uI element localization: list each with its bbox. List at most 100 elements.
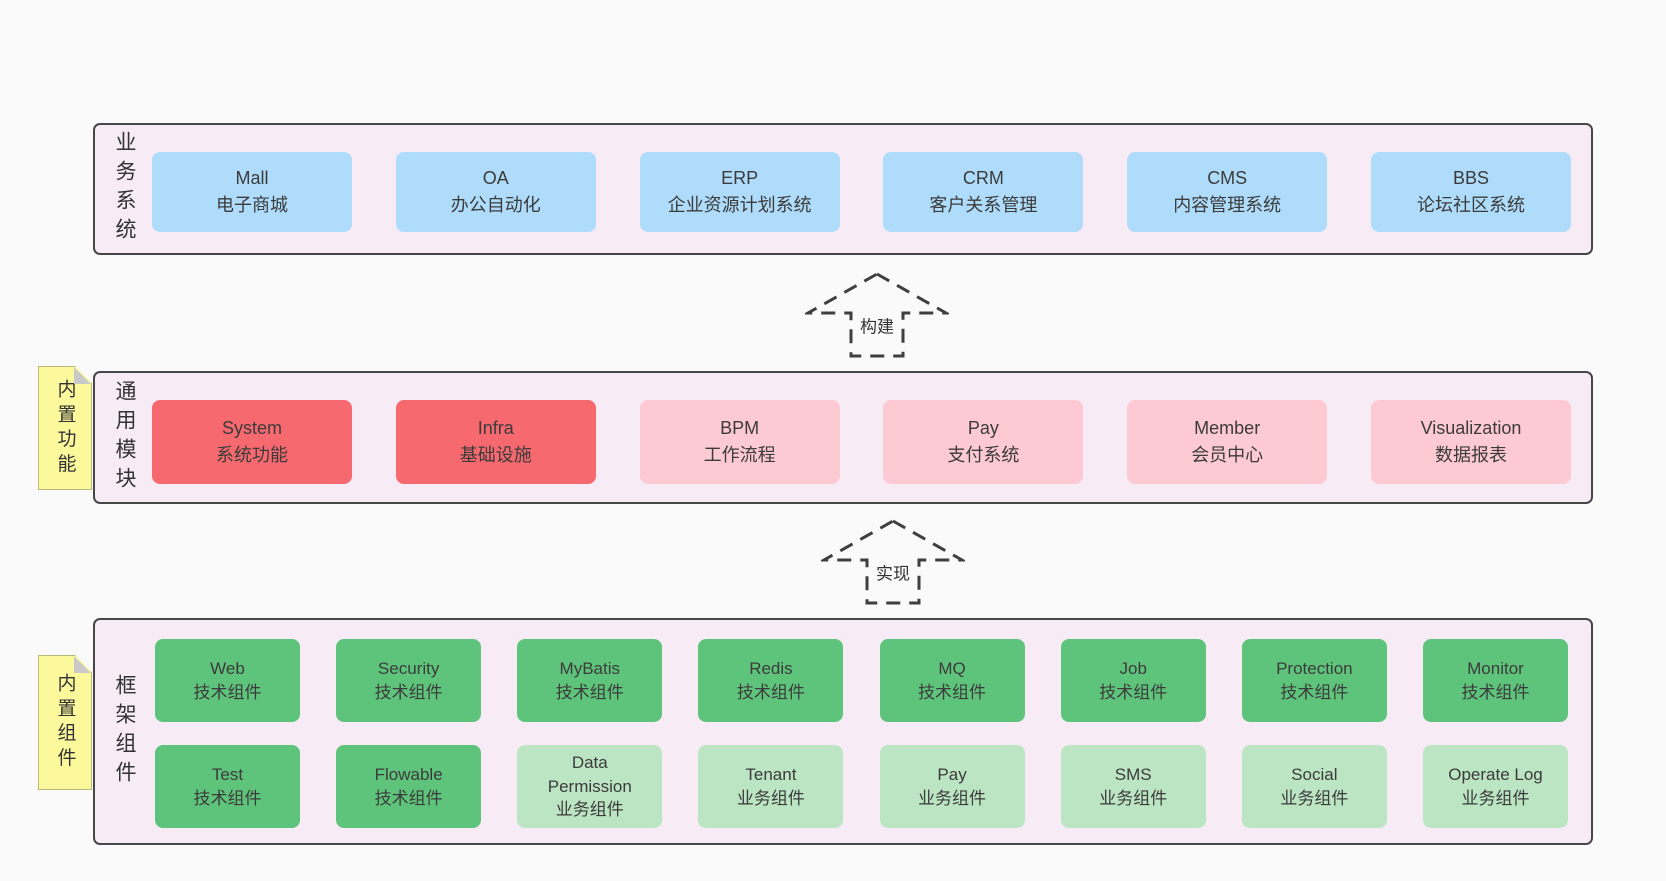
box-data-permission: Data Permission 业务组件 xyxy=(517,745,663,828)
sticky-label: 内置功能 xyxy=(54,378,76,478)
box-title: Social xyxy=(1291,765,1338,785)
box-subtitle: 业务组件 xyxy=(555,800,624,820)
up-block-arrow-icon xyxy=(821,519,965,605)
box-subtitle: 办公自动化 xyxy=(450,195,541,215)
box-pay-business: Pay 业务组件 xyxy=(879,745,1025,828)
box-subtitle: 企业资源计划系统 xyxy=(667,195,812,215)
folded-corner-icon xyxy=(74,656,91,673)
box-title: CRM xyxy=(962,168,1004,188)
box-title: Pay xyxy=(937,765,967,785)
box-subtitle: 技术组件 xyxy=(193,788,262,808)
box-title: OA xyxy=(482,168,509,188)
box-subtitle: 技术组件 xyxy=(374,682,443,702)
box-subtitle: 客户关系管理 xyxy=(929,195,1038,215)
section-label-framework-components: 框架组件 xyxy=(113,673,136,790)
box-subtitle: 技术组件 xyxy=(918,682,987,702)
box-web: Web 技术组件 xyxy=(155,639,300,722)
box-subtitle: 技术组件 xyxy=(374,788,443,808)
box-protection: Protection 技术组件 xyxy=(1241,639,1387,722)
box-system: System 系统功能 xyxy=(152,400,352,484)
box-title: MQ xyxy=(938,659,966,679)
box-title: Member xyxy=(1194,418,1261,438)
box-title: Test xyxy=(211,765,244,785)
panel-common-modules: 通用模块 System 系统功能 Infra 基础设施 BPM 工作流程 Pay… xyxy=(93,371,1593,504)
component-boxes-row-1: Web 技术组件 Security 技术组件 MyBatis 技术组件 Redi… xyxy=(155,639,1568,722)
box-subtitle: 业务组件 xyxy=(918,788,987,808)
box-title: BBS xyxy=(1452,168,1489,188)
box-title: Infra xyxy=(477,418,514,438)
box-subtitle: 技术组件 xyxy=(193,682,262,702)
sticky-note-built-in-functions: 内置功能 xyxy=(38,366,92,490)
component-boxes-row-2: Test 技术组件 Flowable 技术组件 Data Permission … xyxy=(155,745,1568,828)
box-subtitle: 技术组件 xyxy=(1280,682,1349,702)
box-test: Test 技术组件 xyxy=(155,745,300,828)
box-operate-log: Operate Log 业务组件 xyxy=(1422,745,1568,828)
sticky-note-built-in-components: 内置组件 xyxy=(38,655,92,790)
box-bpm: BPM 工作流程 xyxy=(639,400,840,484)
box-redis: Redis 技术组件 xyxy=(698,639,844,722)
box-title: SMS xyxy=(1114,765,1152,785)
box-title: Pay xyxy=(967,418,999,438)
box-subtitle: 技术组件 xyxy=(736,682,805,702)
box-social: Social 业务组件 xyxy=(1241,745,1387,828)
box-title: Monitor xyxy=(1467,659,1524,679)
box-subtitle: 会员中心 xyxy=(1191,445,1264,465)
box-title: Security xyxy=(377,659,440,679)
box-job: Job 技术组件 xyxy=(1060,639,1206,722)
box-mq: MQ 技术组件 xyxy=(879,639,1025,722)
box-mall: Mall 电子商城 xyxy=(152,152,352,232)
module-boxes-row: System 系统功能 Infra 基础设施 BPM 工作流程 Pay 支付系统… xyxy=(152,400,1571,484)
box-subtitle: 系统功能 xyxy=(216,445,288,465)
box-title: CMS xyxy=(1207,168,1248,188)
box-flowable: Flowable 技术组件 xyxy=(336,745,482,828)
sticky-label: 内置组件 xyxy=(54,673,76,772)
box-subtitle: 业务组件 xyxy=(1280,788,1349,808)
box-erp: ERP 企业资源计划系统 xyxy=(639,152,840,232)
build-arrow: 构建 xyxy=(805,271,949,359)
box-subtitle: 数据报表 xyxy=(1434,445,1507,465)
box-subtitle: 业务组件 xyxy=(736,788,805,808)
box-mybatis: MyBatis 技术组件 xyxy=(517,639,663,722)
box-title: ERP xyxy=(721,168,759,188)
box-subtitle: 技术组件 xyxy=(1099,682,1168,702)
box-subtitle: 基础设施 xyxy=(459,445,532,465)
box-sms: SMS 业务组件 xyxy=(1060,745,1206,828)
section-label-common-modules: 通用模块 xyxy=(113,379,136,496)
box-bbs: BBS 论坛社区系统 xyxy=(1370,152,1571,232)
box-title: Visualization xyxy=(1420,418,1522,438)
box-monitor: Monitor 技术组件 xyxy=(1422,639,1568,722)
box-visualization: Visualization 数据报表 xyxy=(1370,400,1571,484)
box-title: Protection xyxy=(1276,659,1353,679)
up-block-arrow-icon xyxy=(805,272,949,358)
box-security: Security 技术组件 xyxy=(336,639,482,722)
implement-arrow: 实现 xyxy=(821,518,965,606)
box-pay: Pay 支付系统 xyxy=(883,400,1084,484)
box-subtitle: 电子商城 xyxy=(216,195,288,215)
panel-framework-components: 框架组件 Web 技术组件 Security 技术组件 MyBatis 技术组件… xyxy=(93,618,1593,845)
implement-arrow-label: 实现 xyxy=(874,559,912,585)
box-subtitle: 业务组件 xyxy=(1461,788,1530,808)
box-title: Redis xyxy=(749,659,793,679)
box-title: Data Permission xyxy=(547,753,632,796)
section-label-business-systems: 业务系统 xyxy=(113,131,136,247)
box-subtitle: 技术组件 xyxy=(555,682,624,702)
box-tenant: Tenant 业务组件 xyxy=(698,745,844,828)
box-subtitle: 技术组件 xyxy=(1461,682,1530,702)
box-subtitle: 工作流程 xyxy=(703,445,776,465)
box-subtitle: 支付系统 xyxy=(947,445,1020,465)
box-infra: Infra 基础设施 xyxy=(395,400,596,484)
box-subtitle: 论坛社区系统 xyxy=(1416,195,1525,215)
box-cms: CMS 内容管理系统 xyxy=(1127,152,1328,232)
box-subtitle: 内容管理系统 xyxy=(1173,195,1282,215)
box-title: BPM xyxy=(720,418,760,438)
box-oa: OA 办公自动化 xyxy=(395,152,596,232)
box-title: Job xyxy=(1119,659,1147,679)
box-title: Tenant xyxy=(745,765,797,785)
panel-business-systems: 业务系统 Mall 电子商城 OA 办公自动化 ERP 企业资源计划系统 CRM… xyxy=(93,123,1593,255)
box-title: Mall xyxy=(235,168,269,188)
build-arrow-label: 构建 xyxy=(858,312,896,338)
box-member: Member 会员中心 xyxy=(1127,400,1328,484)
box-crm: CRM 客户关系管理 xyxy=(883,152,1084,232)
box-title: System xyxy=(221,418,282,438)
